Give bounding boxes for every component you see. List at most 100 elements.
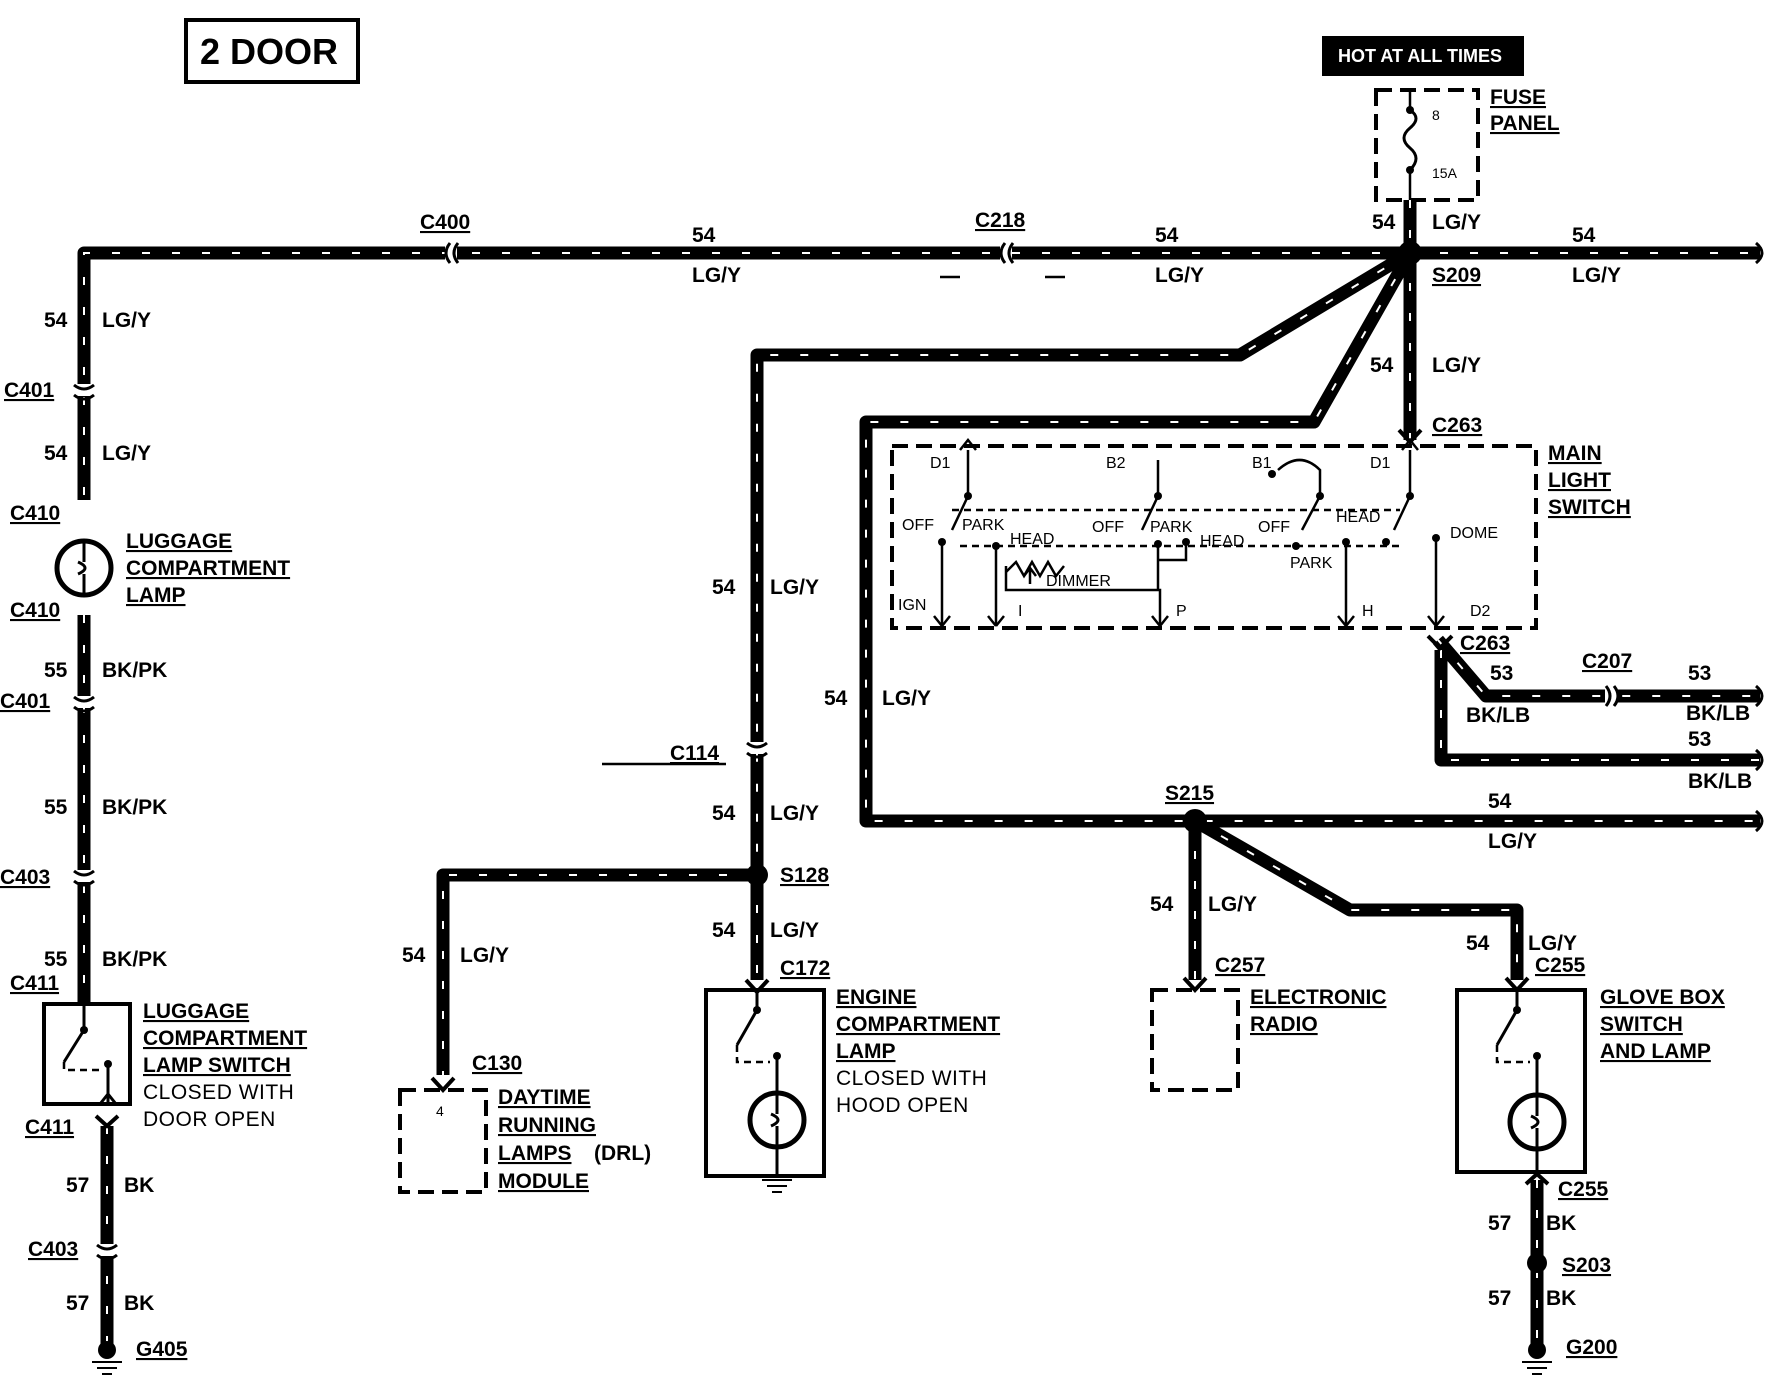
switch-terminal — [104, 1060, 112, 1068]
wire-color: BK — [1546, 1212, 1576, 1235]
circuit-number: 54 — [692, 224, 716, 247]
drl-pin-number: 4 — [436, 1103, 444, 1119]
switch-terminal — [773, 1052, 781, 1060]
terminal-label: B2 — [1106, 455, 1126, 472]
splice-s203-label: S203 — [1562, 1254, 1611, 1277]
circuit-number: 57 — [1488, 1287, 1511, 1310]
splice-s209-label: S209 — [1432, 264, 1481, 287]
terminal-label: B1 — [1252, 455, 1272, 472]
drl-module-label: DAYTIME — [498, 1086, 591, 1109]
switch-contact-icon — [1495, 990, 1539, 1090]
circuit-number: 54 — [712, 802, 736, 825]
wire-color: LG/Y — [1528, 932, 1577, 955]
fuse-terminal — [1406, 166, 1414, 174]
wire-color: BK/LB — [1688, 770, 1752, 793]
hot-at-all-times-label: HOT AT ALL TIMES — [1338, 46, 1502, 66]
switch-linkage — [62, 1062, 100, 1072]
connector-c400-icon — [444, 242, 460, 264]
wire-stripe — [83, 252, 1410, 500]
terminal-label: H — [1362, 603, 1374, 620]
ground-terminal — [1528, 1341, 1546, 1359]
circuit-number: 54 — [1572, 224, 1596, 247]
glove-box-label: GLOVE BOX — [1600, 986, 1725, 1009]
connector-symbols — [73, 242, 1620, 1261]
switch-terminal — [1533, 1052, 1541, 1060]
ground-g405-label: G405 — [136, 1338, 188, 1361]
radio-label: RADIO — [1250, 1013, 1318, 1036]
connector-c403-label: C403 — [0, 866, 50, 889]
luggage-switch-note: DOOR OPEN — [143, 1108, 276, 1131]
drl-module-label: LAMPS — [498, 1142, 572, 1165]
main-light-switch-box — [890, 444, 1538, 630]
fuse-panel-box — [1374, 88, 1480, 202]
main-light-switch-labels: D1 B2 B1 D1 OFF PARK HEAD OFF PARK HEAD … — [898, 455, 1498, 620]
ground-g200-icon — [1522, 1361, 1552, 1375]
connector-arrow-icon — [1524, 1171, 1550, 1186]
connector-c400-label: C400 — [420, 211, 470, 234]
position-label: PARK — [962, 517, 1005, 534]
dimmer-resistor-icon — [1005, 559, 1065, 579]
terminal-label: P — [1176, 603, 1187, 620]
wire-color: LG/Y — [770, 576, 819, 599]
circuit-number: 54 — [1370, 354, 1394, 377]
connector-c410-label: C410 — [10, 599, 60, 622]
engine-lamp-label: ENGINE — [836, 986, 917, 1009]
continues-right-icon — [1754, 241, 1764, 265]
wire-color: LG/Y — [692, 264, 741, 287]
connector-c401-label: C401 — [4, 379, 55, 402]
connector-c172-label: C172 — [780, 957, 830, 980]
switch-contact-icon — [735, 992, 779, 1080]
drl-module-label: MODULE — [498, 1170, 589, 1193]
terminal-label: I — [1018, 603, 1022, 620]
circuit-number: 54 — [402, 944, 426, 967]
position-label: HEAD — [1336, 509, 1380, 526]
ground-terminal — [98, 1341, 116, 1359]
switch-linkage — [735, 1045, 770, 1064]
ground-icon — [762, 1179, 792, 1193]
circuit-number: 54 — [712, 576, 736, 599]
wire-color: BK/PK — [102, 659, 167, 682]
wire-color: LG/Y — [770, 802, 819, 825]
switch-terminal — [1154, 492, 1162, 500]
wire-color: LG/Y — [1432, 211, 1481, 234]
dimmer-label: DIMMER — [1046, 573, 1111, 590]
connector-arrow-icon — [1426, 634, 1454, 651]
luggage-switch-label: LAMP SWITCH — [143, 1054, 291, 1077]
terminal-arrow-icon — [1401, 437, 1419, 451]
engine-lamp-label: COMPARTMENT — [836, 1013, 1000, 1036]
hot-at-all-times-banner — [1322, 36, 1524, 76]
connector-c207-label: C207 — [1582, 650, 1632, 673]
connector-c255-label: C255 — [1558, 1178, 1609, 1201]
switch-terminal — [1268, 470, 1276, 478]
splice-s203 — [1527, 1253, 1547, 1273]
wire — [750, 247, 1414, 871]
connector-c403-label: C403 — [28, 1238, 78, 1261]
glove-box-box — [1455, 988, 1587, 1174]
radio-box — [1150, 988, 1240, 1092]
luggage-lamp-label: LAMP — [126, 584, 186, 607]
position-label: PARK — [1150, 519, 1193, 536]
luggage-switch-label: LUGGAGE — [143, 1000, 249, 1023]
diagram-title: 2 DOOR — [200, 31, 338, 72]
wire-stripe — [1440, 650, 1760, 761]
wire-color: LG/Y — [1572, 264, 1621, 287]
wire-color: LG/Y — [770, 919, 819, 942]
circuit-number: 54 — [1372, 211, 1396, 234]
drl-module-label: RUNNING — [498, 1114, 596, 1137]
switch-lead — [940, 538, 1438, 626]
engine-lamp-label: LAMP — [836, 1040, 896, 1063]
terminal-label: IGN — [898, 597, 926, 614]
wire-continuation-icons — [1754, 241, 1764, 833]
fuse-panel-label: FUSE — [1490, 86, 1546, 109]
position-label: HEAD — [1200, 533, 1244, 550]
connector-c130-label: C130 — [472, 1052, 522, 1075]
switch-arrow-icon — [98, 1091, 118, 1105]
circuit-number: 54 — [44, 442, 68, 465]
circuit-number: 54 — [1466, 932, 1490, 955]
drl-module-abbrev: (DRL) — [594, 1142, 651, 1165]
wire-harness — [77, 200, 1760, 1348]
connector-arrow-icon — [94, 1114, 120, 1129]
connector-c410-label: C410 — [10, 502, 60, 525]
fuse-number: 8 — [1432, 107, 1440, 123]
